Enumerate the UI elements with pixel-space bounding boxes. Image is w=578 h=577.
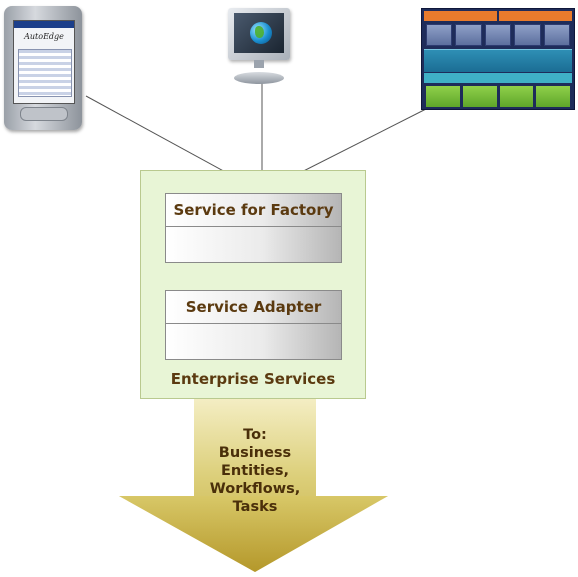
down-arrow-head-shade <box>119 496 388 572</box>
pda-device-icon: AutoEdge <box>4 6 82 130</box>
arrow-line-business: Business <box>218 445 292 461</box>
service-adapter-label: Service Adapter <box>185 298 322 316</box>
pda-brand-text: AutoEdge <box>24 32 64 41</box>
esb-bus-bar <box>424 49 572 72</box>
pda-table-rows <box>18 49 72 97</box>
globe-icon <box>250 22 272 44</box>
desktop-monitor-icon <box>228 8 290 84</box>
arrow-line-entities: Entities, <box>220 463 289 479</box>
pda-screen: AutoEdge <box>13 20 75 104</box>
arrow-line-workflows: Workflows, <box>209 481 301 497</box>
pda-buttons <box>20 107 68 121</box>
arrow-caption: To: Business Entities, Workflows, Tasks <box>196 426 314 516</box>
arrow-line-tasks: Tasks <box>232 499 278 515</box>
enterprise-services-panel: Service for Factory Service Adapter Ente… <box>140 170 366 399</box>
arrow-line-to: To: <box>243 427 267 443</box>
enterprise-services-title: Enterprise Services <box>170 370 336 388</box>
service-for-factory-label: Service for Factory <box>173 201 334 219</box>
service-adapter-box: Service Adapter <box>165 290 342 360</box>
service-for-factory-box: Service for Factory <box>165 193 342 263</box>
esb-architecture-icon <box>421 8 575 110</box>
